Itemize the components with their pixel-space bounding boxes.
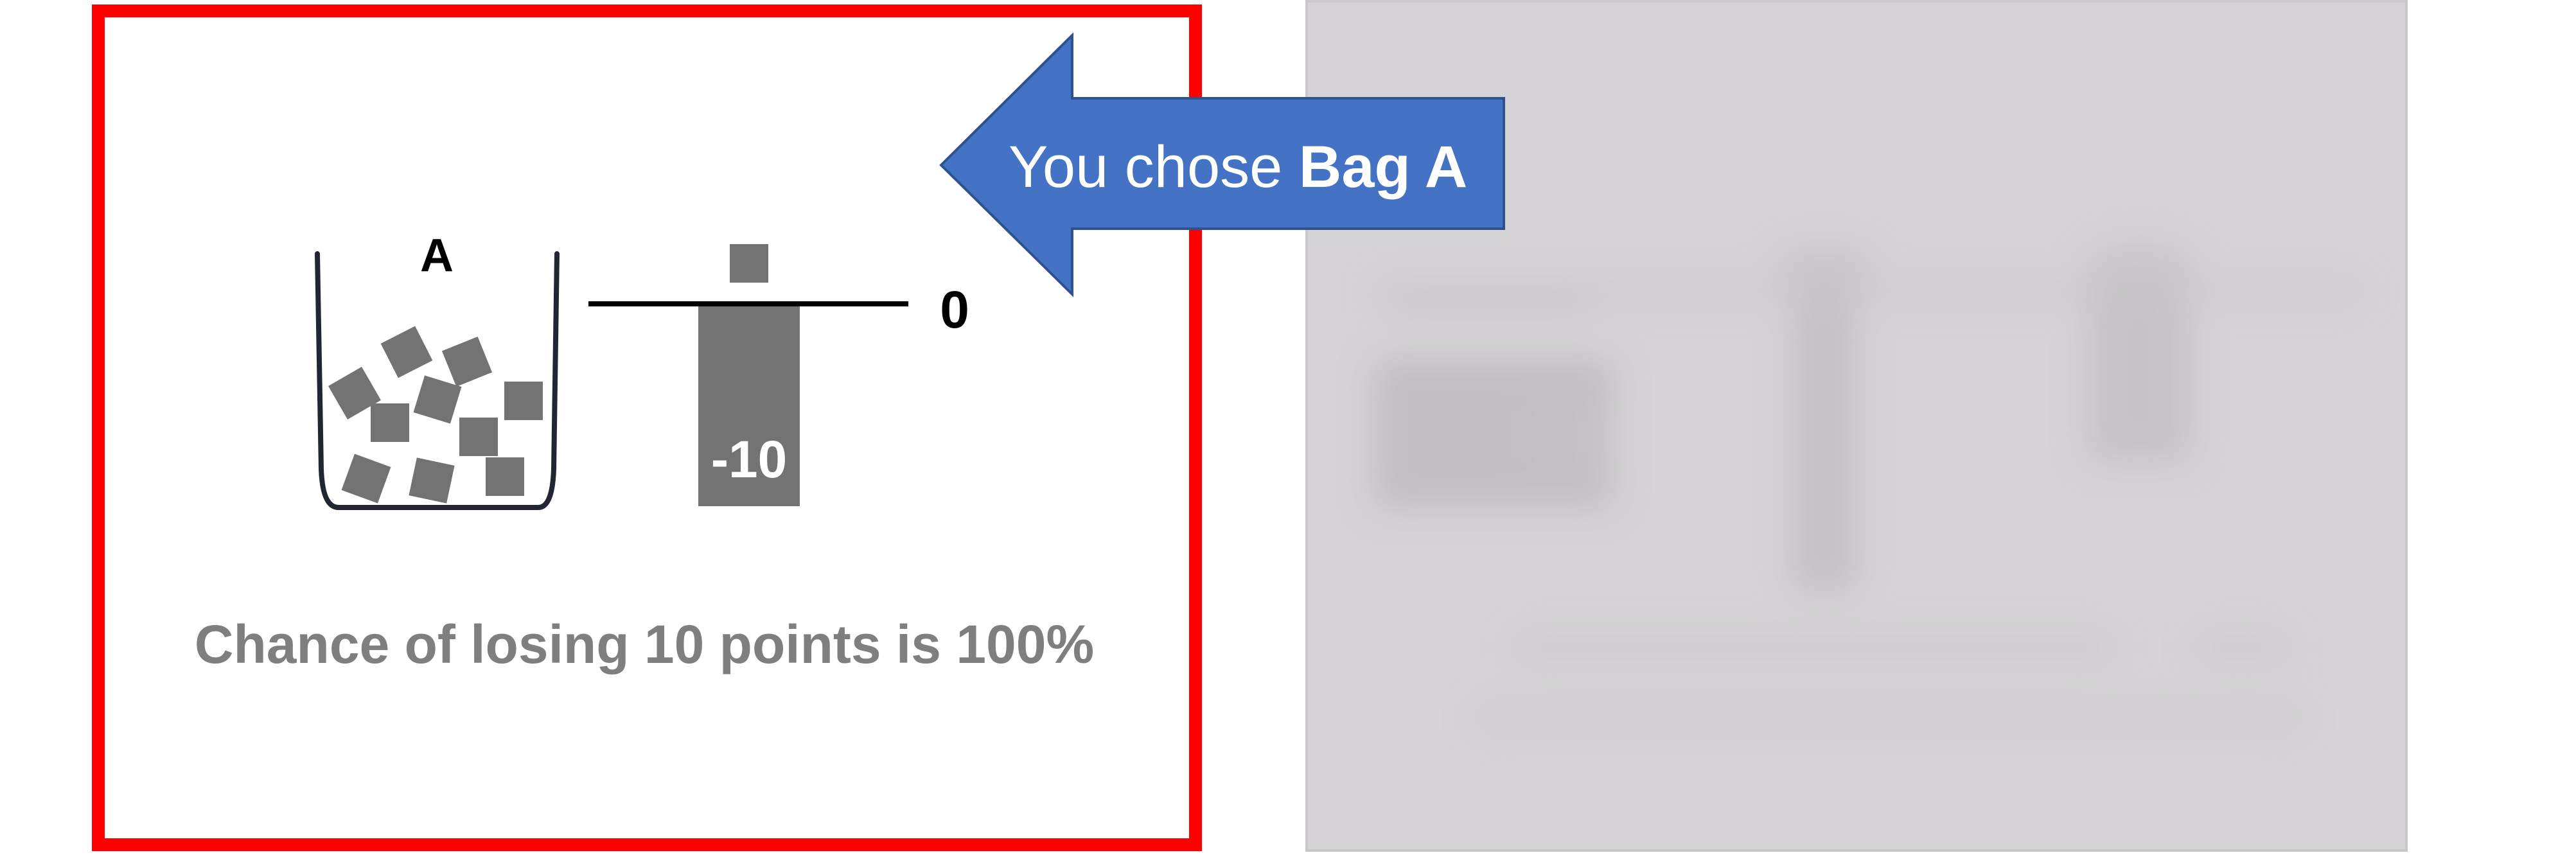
bag-token (341, 454, 391, 504)
bag-token (380, 326, 433, 378)
zero-label: 0 (940, 281, 969, 339)
drawn-token (730, 244, 768, 283)
choice-callout: You chose Bag A (939, 32, 1505, 297)
blurred-panel-content (1375, 244, 2364, 728)
bag-token (459, 418, 498, 456)
loss-bar (698, 306, 800, 506)
callout-emphasis: Bag A (1299, 134, 1467, 200)
bag-token (371, 403, 409, 442)
bag-token (486, 457, 524, 496)
bag-token (504, 382, 543, 420)
callout-prefix: You chose (1009, 134, 1299, 200)
callout-arrow-shape (939, 32, 1505, 297)
bag-a: A (315, 230, 560, 510)
blurred-option-panel (1305, 0, 2408, 852)
bag-token (328, 367, 381, 419)
outcome-scale: 0 -10 (588, 244, 969, 506)
bag-token (413, 375, 462, 424)
bag-token (409, 457, 455, 504)
bag-tokens (328, 326, 543, 504)
loss-bar-label: -10 (711, 430, 788, 489)
probability-caption: Chance of losing 10 points is 100% (195, 614, 1094, 674)
bag-label: A (420, 230, 454, 281)
callout-text: You chose Bag A (1009, 134, 1467, 200)
bag-outline (315, 251, 560, 510)
bag-token (441, 336, 493, 387)
